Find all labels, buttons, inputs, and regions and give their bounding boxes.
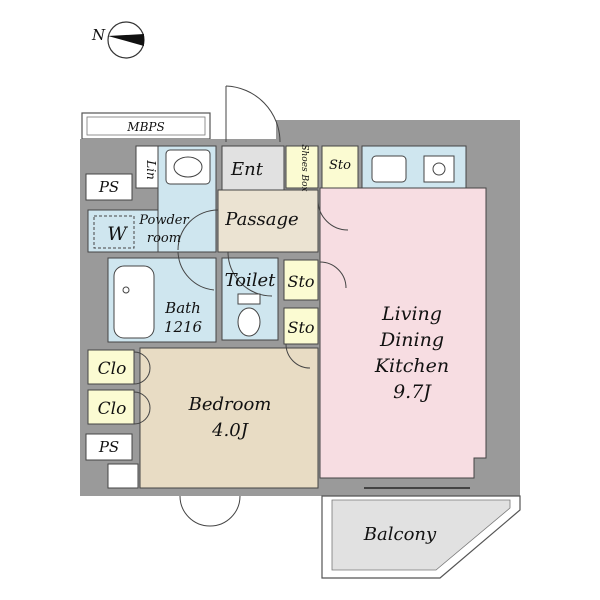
toilet-label: Toilet [225,270,277,291]
shoe-box-label: Shoes Box [299,144,309,191]
north-label: N [91,26,106,44]
balcony [321,495,521,579]
toilet-tank-icon [237,293,261,305]
ldk-door-icon [317,199,349,231]
ldk-label-2: Dining [379,329,444,351]
closet-1 [87,349,135,385]
ps-low-label: PS [98,438,119,456]
ps-low [85,433,133,461]
powder-label-2: room [147,231,181,246]
room-entrance [221,145,285,191]
lin-label: Lin [144,159,158,180]
w-label: W [107,223,128,245]
ldk-label-1: Living [381,303,442,325]
room-shoe-box [285,145,319,189]
ps-top [85,173,133,201]
ac-unit [107,463,139,489]
upper-wall [276,120,520,142]
compass: N [91,21,145,59]
clo-1-label: Clo [98,359,127,379]
ps-top-label: PS [98,178,119,196]
doors [133,85,470,527]
powder-label-1: Powder [138,213,189,228]
north-arrow-icon [108,34,144,46]
sto-top-label: Sto [329,158,351,173]
bedroom-label-2: 4.0J [211,420,250,441]
closet-door-icon-2 [133,391,151,425]
sink-icon [165,149,211,185]
room-ldk [319,187,487,479]
fixtures [93,149,455,339]
balcony-label: Balcony [363,524,437,545]
entry-door-icon [225,85,281,143]
drain-icon [122,286,130,294]
bath-label-1: Bath [164,299,201,317]
bathtub-icon [113,265,155,339]
ldk-label-3: Kitchen [374,355,449,377]
sink-bowl-icon [173,156,203,178]
bedroom-door-icon [285,343,311,369]
stove-icon [423,155,455,183]
toilet-bowl-icon [237,307,261,337]
room-passage [217,189,319,253]
room-bedroom [139,347,319,489]
labels: PS Lin Ent Shoes Box Sto W Powder room P… [98,144,449,545]
burner-icon [432,162,446,176]
room-sto-low [283,307,319,345]
kitchen-sink-icon [371,155,407,183]
passage-label: Passage [224,209,298,230]
mbps-area: MBPS [81,112,211,140]
sto-low-label: Sto [287,318,314,337]
bath-door-icon [177,251,215,291]
mbps-label: MBPS [126,120,164,134]
window-door-icon [179,495,241,527]
bath-label-2: 1216 [164,318,203,336]
clo-2-label: Clo [98,399,127,419]
toilet-door-icon [227,251,273,297]
room-sto-mid [283,259,319,301]
powder-door-icon [177,209,219,251]
room-powder-w [87,209,159,253]
washer-icon [93,215,135,249]
bedroom-label-1: Bedroom [188,394,272,415]
ldk-label-4: 9.7J [393,381,432,403]
sto-door-icon [319,261,347,289]
ent-label: Ent [230,159,264,180]
closet-door-icon [133,351,151,385]
rooms [85,145,487,489]
room-sto-top [321,145,359,189]
sto-mid-label: Sto [287,272,314,291]
closet-2 [87,389,135,425]
